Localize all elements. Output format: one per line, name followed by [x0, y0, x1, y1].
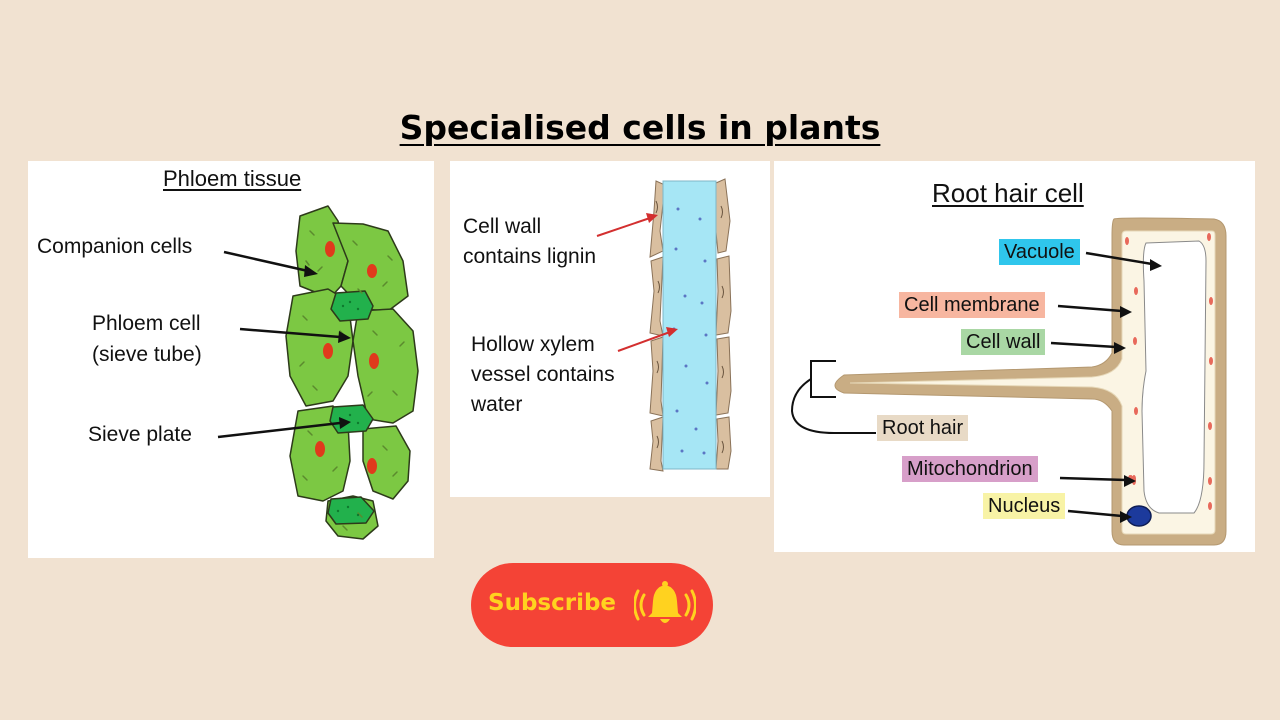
tag-nucleus: Nucleus	[983, 493, 1066, 519]
tag-cell-wall: Cell wall	[961, 329, 1046, 355]
xylem-diagram	[596, 178, 732, 472]
label-hollow-xylem: Hollow xylem	[471, 333, 595, 356]
tag-root-hair: Root hair	[877, 415, 969, 441]
page-title: Specialised cells in plants	[399, 108, 881, 147]
root-hair-panel: Root hair cell Vacuole Cell membrane Cel…	[774, 161, 1255, 552]
label-cell-wall: Cell wall	[463, 215, 542, 238]
tag-vacuole: Vacuole	[999, 239, 1080, 265]
label-vessel-contains: vessel contains	[471, 363, 615, 386]
root-hair-diagram	[790, 217, 1227, 546]
label-phloem-cell: Phloem cell	[92, 312, 201, 335]
tag-mitochondrion: Mitochondrion	[902, 456, 1038, 482]
phloem-diagram	[217, 205, 419, 540]
label-water: water	[471, 393, 523, 416]
subscribe-label: Subscribe	[488, 590, 617, 616]
label-sieve-plate: Sieve plate	[88, 423, 192, 446]
tag-cell-membrane: Cell membrane	[899, 292, 1045, 318]
phloem-title: Phloem tissue	[163, 166, 302, 191]
subscribe-button[interactable]: Subscribe	[471, 563, 713, 647]
label-sieve-tube: (sieve tube)	[92, 343, 202, 366]
xylem-panel: Cell wall contains lignin Hollow xylem v…	[450, 161, 770, 497]
label-contains-lignin: contains lignin	[463, 245, 597, 268]
label-companion-cells: Companion cells	[37, 235, 193, 258]
root-hair-title: Root hair cell	[932, 178, 1084, 208]
phloem-tissue-panel: Phloem tissue Companion cells Phloem cel…	[28, 161, 434, 558]
bell-icon	[634, 581, 696, 623]
